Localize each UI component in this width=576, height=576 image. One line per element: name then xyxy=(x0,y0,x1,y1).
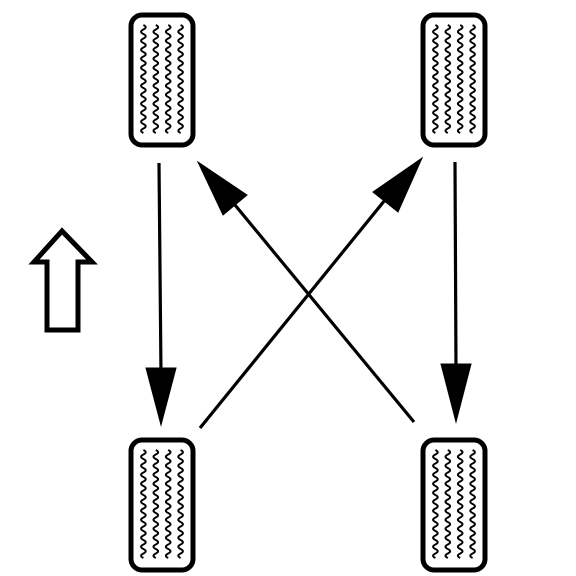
tread-groove xyxy=(432,24,439,134)
tread-groove xyxy=(456,24,464,134)
tread-groove xyxy=(164,449,172,559)
rotation-arrow-front-left-to-rear-left xyxy=(145,162,177,427)
forward-direction-arrow-icon xyxy=(28,227,98,333)
tread-groove xyxy=(456,449,464,559)
tread-groove xyxy=(444,449,452,559)
tread-groove xyxy=(469,24,476,134)
tire-front-left xyxy=(128,12,196,148)
tread-groove xyxy=(140,449,147,559)
tread-groove xyxy=(152,449,160,559)
tread-groove xyxy=(152,24,160,134)
rotation-arrow-front-right-to-rear-right xyxy=(440,161,472,424)
tread-groove xyxy=(432,449,439,559)
tire-rear-right xyxy=(420,437,488,573)
tread-groove xyxy=(444,24,452,134)
tread-groove xyxy=(177,24,184,134)
tire-rear-left xyxy=(128,437,196,573)
rotation-arrow-rear-right-to-front-left xyxy=(196,160,416,424)
tread-groove xyxy=(164,24,172,134)
tread-groove xyxy=(140,24,147,134)
tire-front-right xyxy=(420,12,488,148)
rotation-arrow-rear-left-to-front-right xyxy=(198,156,424,430)
tread-groove xyxy=(177,449,184,559)
tread-groove xyxy=(469,449,476,559)
